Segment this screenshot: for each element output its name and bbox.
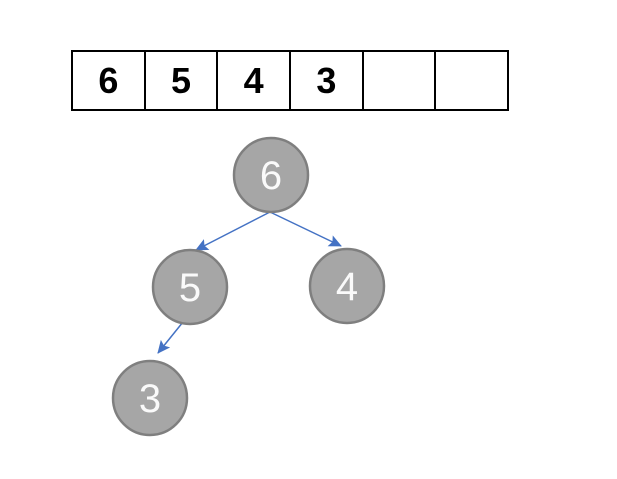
tree-node-6-circle [232,136,310,214]
heap-array: 6 5 4 3 [71,50,509,111]
tree-edge-6-5 [195,211,271,251]
tree-edge-5-3 [157,321,184,354]
array-cell-2: 4 [218,52,292,109]
tree-node-4: 4 [308,247,386,325]
array-cell-1: 5 [146,52,219,109]
tree-node-3: 3 [111,359,189,437]
tree-edge-6-4 [269,211,342,247]
tree-node-3-label: 3 [139,377,161,421]
tree-node-6-label: 6 [260,154,282,198]
tree-node-6: 6 [232,136,310,214]
tree-node-5: 5 [151,248,229,326]
tree-node-5-label: 5 [179,266,201,310]
array-cell-3: 3 [291,52,364,109]
tree-node-5-circle [151,248,229,326]
tree-node-3-circle [111,359,189,437]
tree-node-4-label: 4 [336,265,358,309]
array-cell-4 [364,52,437,109]
array-cell-0: 6 [73,52,146,109]
tree-node-4-circle [308,247,386,325]
